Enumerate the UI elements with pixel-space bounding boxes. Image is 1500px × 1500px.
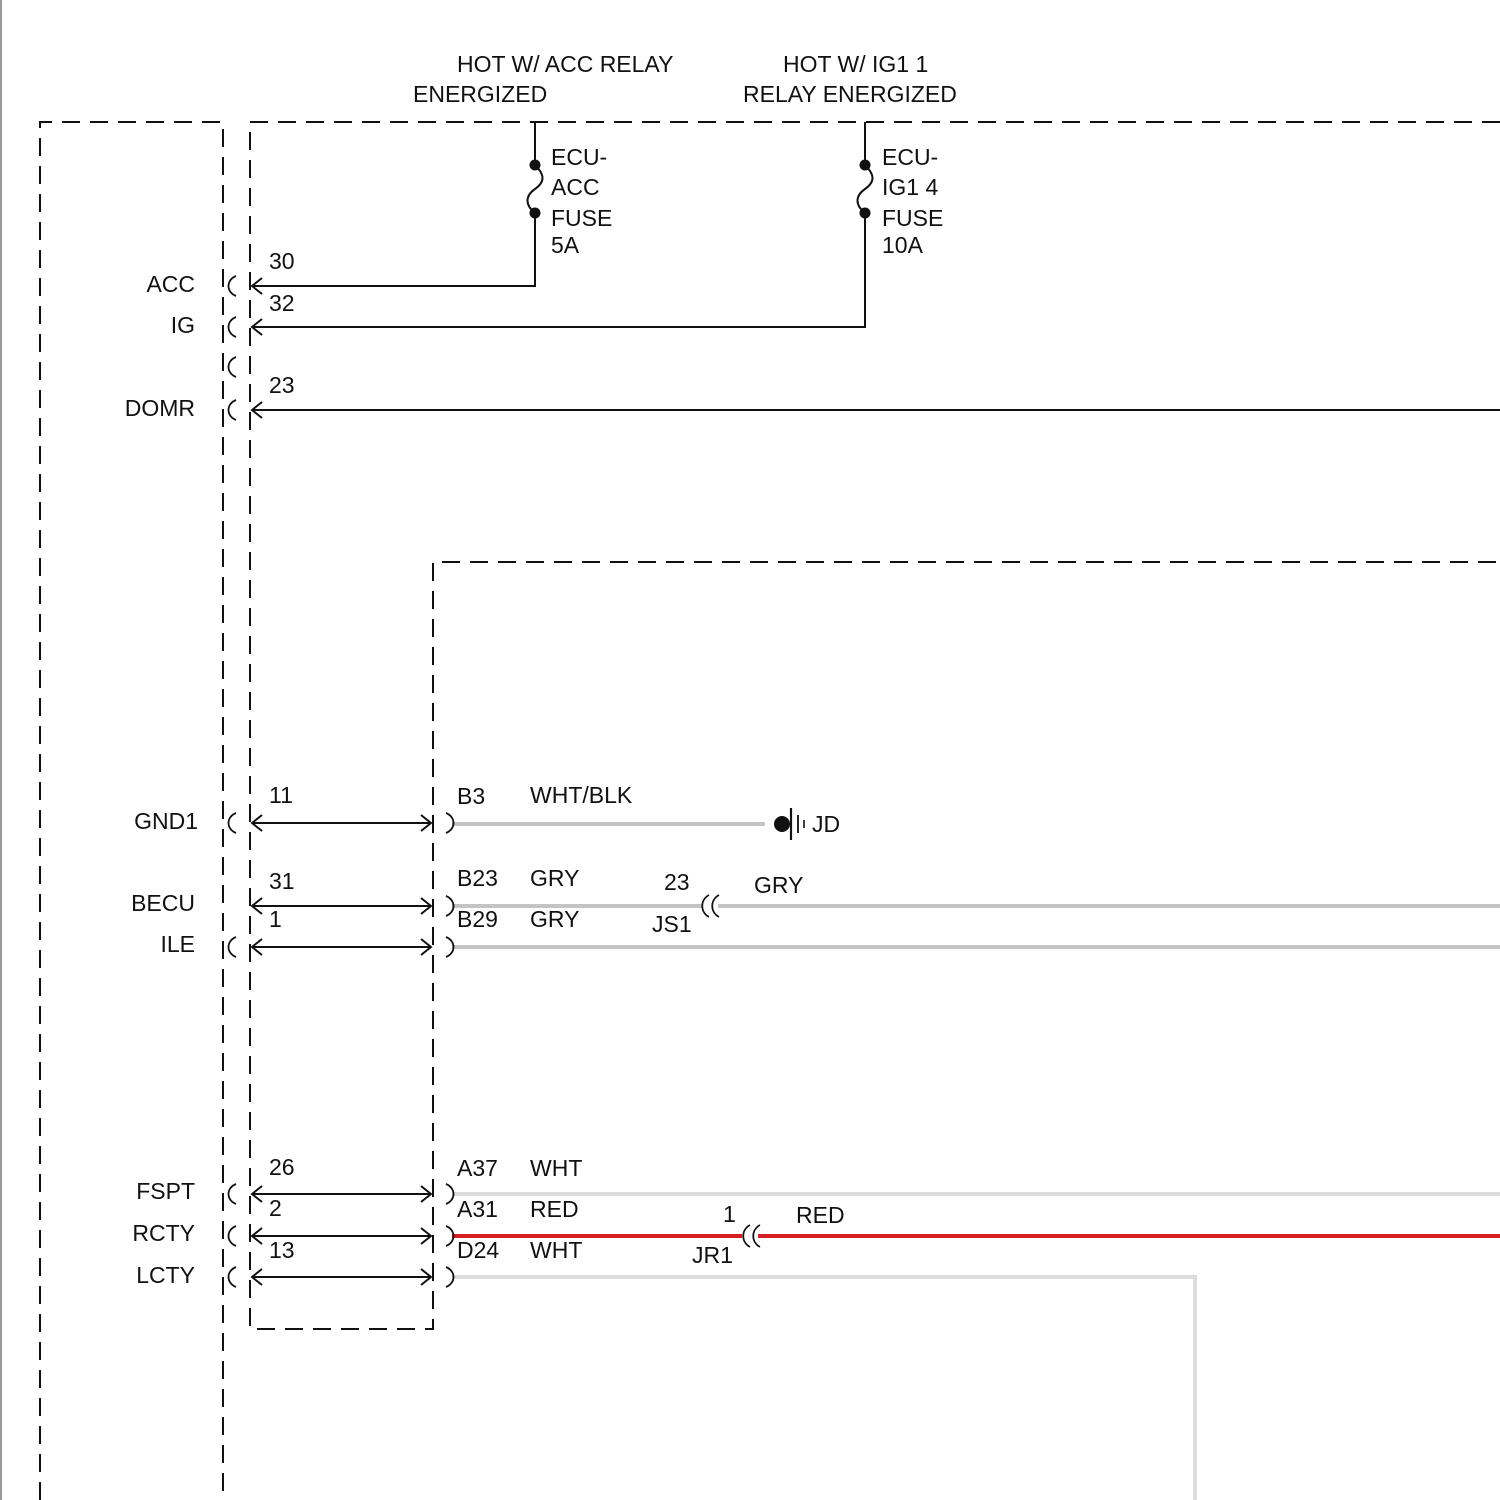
power-source-ig1-line1: HOT W/ IG1 1	[783, 51, 928, 77]
jr1-connector-icon-a	[743, 1225, 750, 1247]
fuse-ig1: ECU- IG1 4 FUSE 10A	[858, 122, 944, 258]
acc-connector-icon	[229, 276, 237, 296]
terminal-ile-label: ILE	[160, 931, 195, 957]
ig-connector-icon	[229, 317, 237, 337]
junction-jr1-name: JR1	[692, 1242, 733, 1268]
gnd1-connector-icon	[229, 813, 237, 833]
fuse-ig1-label-line1: ECU-	[882, 144, 938, 170]
js1-connector-icon-b	[712, 895, 719, 917]
wire-d24-wht	[452, 1277, 1195, 1500]
fuse-ig1-label-line2: IG1 4	[882, 174, 938, 200]
terminal-ile-pin: 1	[269, 906, 282, 932]
terminal-rcty-pin: 2	[269, 1195, 282, 1221]
connector-b29-pin: B29	[457, 906, 498, 932]
terminal-fspt-pin: 26	[269, 1154, 295, 1180]
connector-d24-pin: D24	[457, 1237, 499, 1263]
ground-label: JD	[812, 811, 840, 837]
terminal-ig-label: IG	[171, 312, 195, 338]
power-source-acc-line2: ENERGIZED	[413, 81, 547, 107]
fuse-acc: ECU- ACC FUSE 5A	[528, 122, 613, 258]
junction-js1: 23 JS1 GRY	[652, 869, 803, 937]
connector-a31-pin: A31	[457, 1196, 498, 1222]
connector-b29-wire-color: GRY	[530, 906, 579, 932]
terminal-becu-label: BECU	[131, 890, 195, 916]
fuse-acc-rating: 5A	[551, 232, 580, 258]
internal-link-ile	[252, 939, 431, 955]
connector-d24-wire-color: WHT	[530, 1237, 582, 1263]
terminal-becu-pin: 31	[269, 868, 295, 894]
power-source-acc: HOT W/ ACC RELAY ENERGIZED	[413, 51, 673, 107]
fuse-ig1-label-line3: FUSE	[882, 205, 943, 231]
power-source-ig1-line2: RELAY ENERGIZED	[743, 81, 957, 107]
junction-js1-pin: 23	[664, 869, 690, 895]
terminal-gnd1-pin: 11	[269, 782, 293, 808]
terminal-acc-label: ACC	[146, 271, 195, 297]
connector-a37-wire-color: WHT	[530, 1155, 582, 1181]
fuse-acc-label-line3: FUSE	[551, 205, 612, 231]
connector-b3-pin: B3	[457, 783, 485, 809]
connector-a37-pin: A37	[457, 1155, 498, 1181]
internal-link-lcty	[252, 1269, 431, 1285]
terminal-rcty-label: RCTY	[132, 1220, 195, 1246]
internal-link-gnd1	[252, 815, 431, 831]
junction-js1-name: JS1	[652, 911, 692, 937]
power-source-acc-line1: HOT W/ ACC RELAY	[457, 51, 673, 77]
terminal-gnd1-label: GND1	[134, 808, 198, 834]
js1-connector-icon-a	[702, 895, 709, 917]
domr-connector-icon	[229, 400, 237, 420]
junction-js1-wire-color: GRY	[754, 872, 803, 898]
lcty-connector-icon	[229, 1267, 237, 1287]
power-source-ig1: HOT W/ IG1 1 RELAY ENERGIZED	[743, 51, 957, 107]
terminal-fspt-label: FSPT	[136, 1178, 195, 1204]
junction-jr1-wire-color: RED	[796, 1202, 845, 1228]
spare-connector-icon	[229, 357, 237, 377]
terminal-acc-pin: 30	[269, 248, 295, 274]
ecu-component-box	[250, 122, 1500, 1329]
connector-b3-wire-color: WHT/BLK	[530, 782, 633, 808]
fuse-acc-label-line2: ACC	[551, 174, 600, 200]
connector-b23-wire-color: GRY	[530, 865, 579, 891]
fspt-connector-icon	[229, 1184, 237, 1204]
terminal-domr-label: DOMR	[125, 395, 195, 421]
connector-b23-pin: B23	[457, 865, 498, 891]
terminal-lcty-pin: 13	[269, 1237, 295, 1263]
terminal-lcty-label: LCTY	[136, 1262, 195, 1288]
junction-jr1-pin: 1	[723, 1201, 736, 1227]
rcty-connector-icon	[229, 1226, 237, 1246]
terminal-ig-pin: 32	[269, 290, 295, 316]
fuse-ig1-symbol	[858, 165, 873, 213]
fuse-ig1-rating: 10A	[882, 232, 924, 258]
connector-a31-wire-color: RED	[530, 1196, 579, 1222]
fuse-acc-label-line1: ECU-	[551, 144, 607, 170]
terminal-domr-pin: 23	[269, 372, 295, 398]
ground-point-icon	[774, 816, 790, 832]
ground-jd: JD	[774, 808, 840, 840]
ile-connector-icon	[229, 937, 237, 957]
fuse-acc-symbol	[528, 165, 543, 213]
